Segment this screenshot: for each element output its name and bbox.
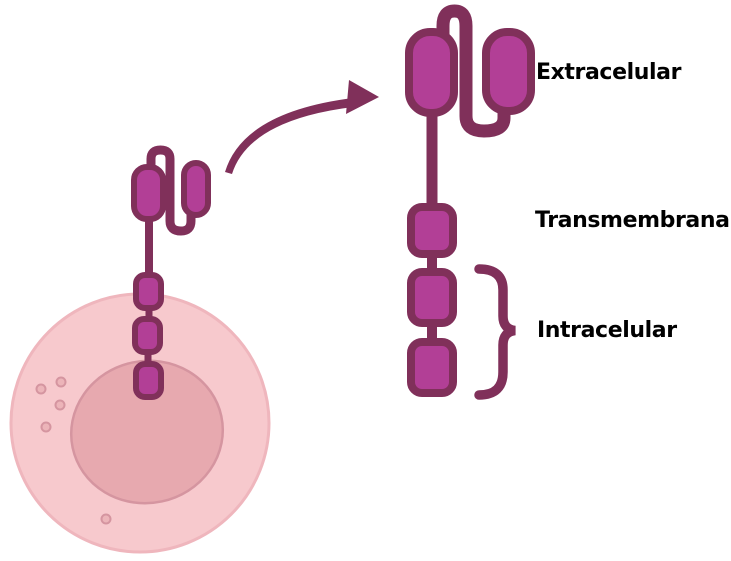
- zoom-arrow-head: [346, 80, 379, 114]
- intracellular-domain-square: [132, 316, 163, 355]
- membrane-receptor-small: [131, 145, 211, 400]
- intracellular-domain-square: [407, 268, 457, 327]
- curly-brace-icon: [474, 264, 516, 400]
- extracellular-domain-capsule: [405, 28, 458, 117]
- zoom-arrow-icon: [225, 80, 379, 174]
- transmembrane-domain-square: [133, 272, 164, 311]
- vesicle-dot-icon: [55, 376, 67, 388]
- vesicle-dot-icon: [100, 513, 112, 525]
- receptor-loop-tube: [436, 4, 511, 138]
- zoom-arrow-shaft: [225, 98, 353, 174]
- vesicle-dots: [35, 376, 112, 525]
- nucleus-icon: [69, 359, 225, 505]
- vesicle-dot-icon: [40, 421, 52, 433]
- membrane-receptor-large: [405, 4, 535, 400]
- receptor-loop-tube: [146, 145, 196, 236]
- cell: [9, 292, 271, 554]
- extracellular-label: Extracelular: [536, 60, 682, 85]
- intracellular-label: Intracelular: [537, 318, 677, 343]
- vesicle-dot-icon: [35, 383, 47, 395]
- vesicle-dot-icon: [54, 399, 66, 411]
- extracellular-domain-capsule: [482, 28, 535, 115]
- transmembrane-domain-square: [407, 203, 457, 258]
- intracellular-domain-square: [407, 338, 457, 397]
- extracellular-domain-capsule: [181, 160, 211, 218]
- transmembrane-label: Transmembrana: [535, 208, 730, 233]
- intracellular-domain-square: [133, 361, 164, 400]
- extracellular-domain-capsule: [131, 164, 166, 222]
